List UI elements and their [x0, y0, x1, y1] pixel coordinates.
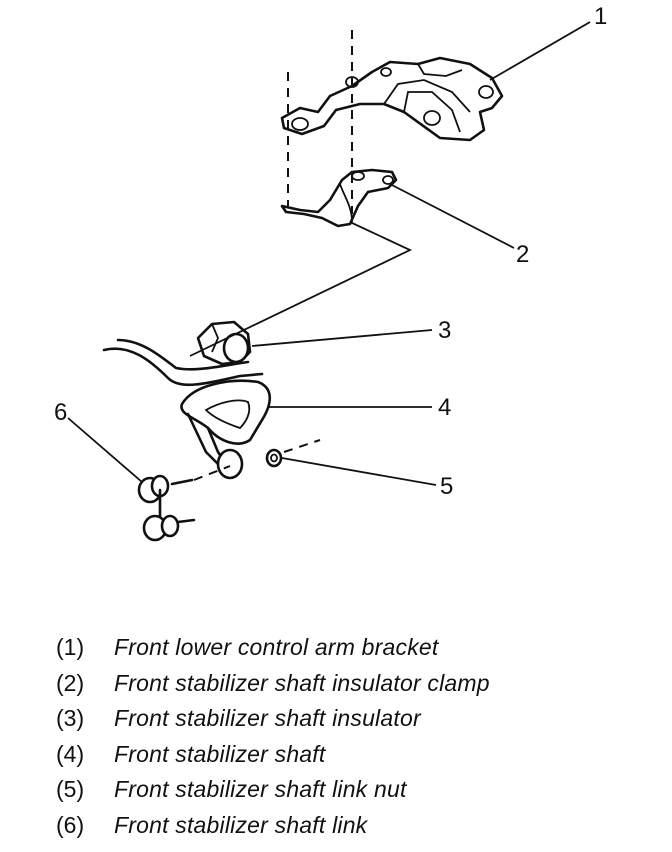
- legend-number: (4): [56, 740, 85, 767]
- stabilizer-shaft: [102, 338, 272, 480]
- legend-number: (6): [56, 811, 85, 838]
- leader-line: [189, 221, 413, 357]
- legend-text: Front stabilizer shaft link: [114, 811, 368, 838]
- legend-text: Front stabilizer shaft: [114, 740, 326, 767]
- exploded-parts-diagram: 1 2 3 4 5 6: [54, 3, 607, 542]
- leader-line: [67, 417, 143, 483]
- callout-number: 5: [440, 473, 453, 500]
- leader-line: [281, 457, 437, 486]
- legend-item: (3) Front stabilizer shaft insulator: [56, 705, 490, 741]
- legend-number: (3): [56, 705, 85, 731]
- alignment-line: [283, 439, 321, 453]
- shaft-link: [137, 474, 196, 542]
- legend-item: (1) Front lower control arm bracket: [56, 634, 490, 670]
- callout-number: 2: [516, 241, 529, 268]
- control-arm-bracket: [280, 56, 504, 142]
- legend-text: Front stabilizer shaft insulator: [114, 705, 421, 731]
- insulator-clamp: [280, 168, 398, 228]
- insulator: [196, 320, 252, 366]
- legend-number: (2): [56, 669, 85, 696]
- legend-number: (1): [56, 634, 85, 660]
- legend-item: (4) Front stabilizer shaft: [56, 741, 490, 777]
- legend-item: (5) Front stabilizer shaft link nut: [56, 776, 490, 812]
- legend-number: (5): [56, 776, 85, 802]
- callout-number: 3: [438, 317, 451, 344]
- link-nut: [265, 448, 283, 468]
- leader-line: [389, 183, 515, 249]
- legend-text: Front stabilizer shaft insulator clamp: [114, 669, 490, 696]
- callout-number: 4: [438, 394, 451, 421]
- leader-line: [251, 329, 433, 347]
- callout-number: 6: [54, 399, 67, 426]
- legend-item: (2) Front stabilizer shaft insulator clam…: [56, 670, 490, 706]
- legend-item: (6) Front stabilizer shaft link: [56, 812, 490, 848]
- legend-text: Front lower control arm bracket: [114, 634, 439, 660]
- parts-legend: (1) Front lower control arm bracket (2) Fr…: [56, 634, 490, 847]
- alignment-line: [193, 465, 231, 481]
- callout-number: 1: [594, 3, 607, 30]
- leader-line: [489, 21, 591, 81]
- legend-text: Front stabilizer shaft link nut: [114, 776, 407, 802]
